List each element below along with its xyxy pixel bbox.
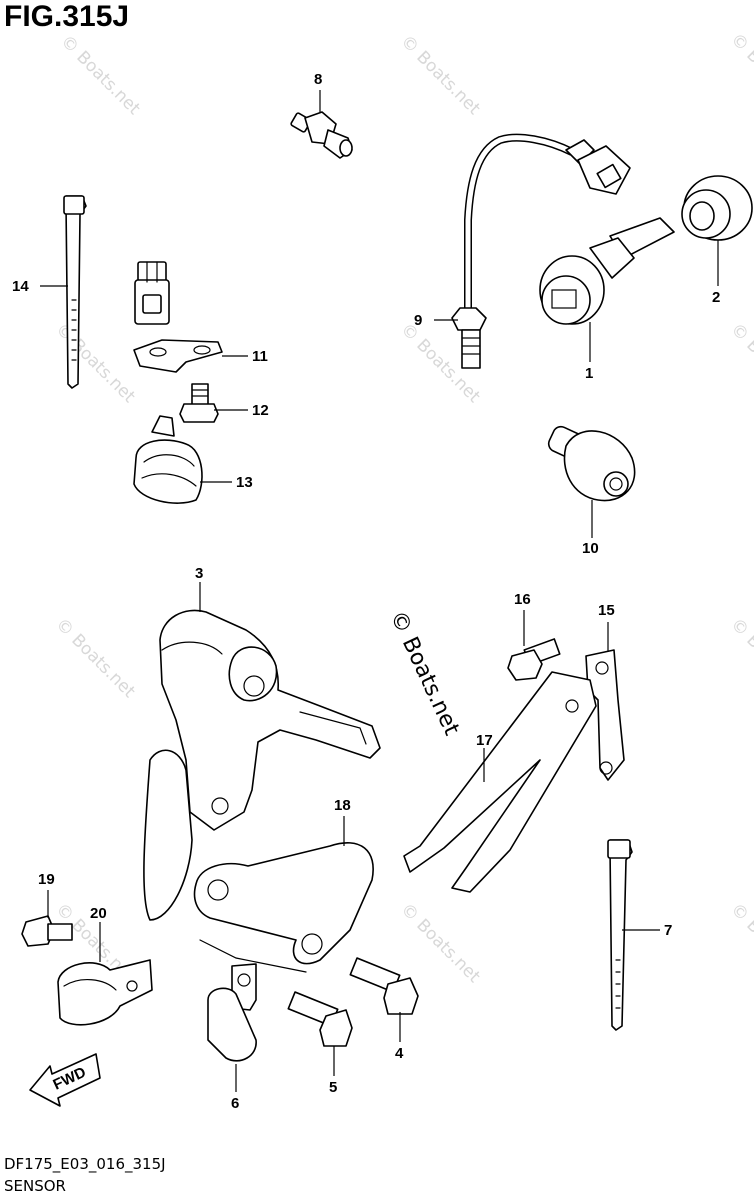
part-20-clamp (57, 959, 153, 1026)
callout-15: 15 (598, 602, 615, 619)
watermark: © Boats.net (56, 31, 144, 119)
watermark: © Boats.net (726, 614, 754, 702)
part-13-clamp (133, 415, 203, 504)
part-12-bolt (179, 383, 219, 423)
part-9-sensor-harness (451, 133, 631, 369)
part-14-cable-tie (63, 195, 87, 389)
callout-4: 4 (395, 1045, 404, 1062)
part-3-bracket (143, 609, 381, 921)
leader-lines (40, 90, 719, 1092)
callout-8: 8 (314, 71, 322, 88)
callout-11: 11 (252, 348, 268, 365)
callout-13: 13 (236, 474, 253, 491)
part-1-sensor (539, 217, 675, 325)
part-5-bolt (287, 991, 353, 1047)
part-11-plate (133, 339, 223, 373)
callout-2: 2 (712, 289, 720, 306)
watermark: © Boats.net (396, 31, 484, 119)
watermark: © Boats.net (726, 29, 754, 117)
callout-16: 16 (514, 591, 531, 608)
callout-6: 6 (231, 1095, 239, 1112)
callout-3: 3 (195, 565, 203, 582)
callout-10: 10 (582, 540, 599, 557)
part-6-clip (207, 963, 257, 1062)
watermark: © Boats.net (726, 899, 754, 987)
part-19-bolt (21, 915, 73, 947)
callout-14: 14 (12, 278, 29, 295)
fwd-arrow-icon: FWD (29, 1053, 101, 1107)
callout-17: 17 (476, 732, 493, 749)
watermark: © Boats.net (726, 319, 754, 407)
callout-12: 12 (252, 402, 269, 419)
part-10-sensor (547, 425, 636, 502)
callout-7: 7 (664, 922, 672, 939)
callout-18: 18 (334, 797, 351, 814)
part-18-bracket (193, 842, 374, 973)
figure-name: SENSOR (4, 1177, 66, 1195)
callout-20: 20 (90, 905, 107, 922)
watermark-center: © Boats.net (385, 607, 465, 740)
callout-5: 5 (329, 1079, 337, 1096)
part-2-grommet (681, 175, 753, 241)
callout-1: 1 (585, 365, 593, 382)
part-4-bolt (349, 957, 419, 1015)
watermark: © Boats.net (396, 899, 484, 987)
figure-title: FIG.315J (4, 0, 130, 33)
watermark: © Boats.net (51, 319, 139, 407)
callout-19: 19 (38, 871, 55, 888)
part-15-bracket (585, 649, 625, 781)
part-17-strap (403, 671, 597, 893)
callout-9: 9 (414, 312, 422, 329)
part-7-cable-tie (607, 839, 633, 1031)
part-8-sensor-harness (134, 86, 353, 325)
figure-code: DF175_E03_016_315J (4, 1155, 166, 1173)
part-16-bolt (507, 638, 561, 681)
callout-labels: 1 2 3 4 5 6 7 8 9 10 11 12 13 14 15 16 1… (12, 71, 720, 1112)
watermark: © Boats.net (51, 614, 139, 702)
